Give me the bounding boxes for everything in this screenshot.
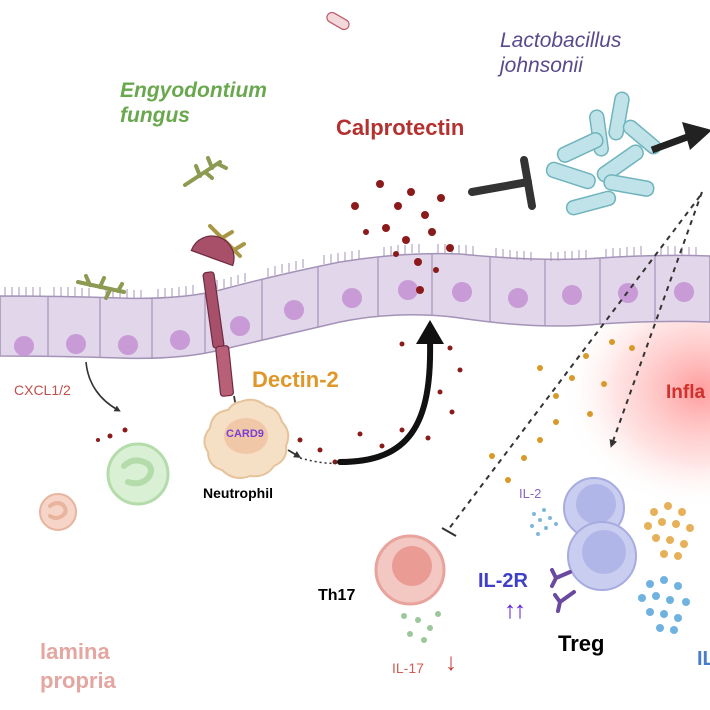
- bacterium-icon: [326, 11, 350, 31]
- fungus-spore-icon: [76, 274, 126, 300]
- fungus-label-line1: Engyodontium: [120, 79, 267, 102]
- treg-cell-icon: [563, 477, 637, 591]
- calprotectin-secretion-arrow: [337, 337, 434, 465]
- calprotectin-dots: [351, 180, 454, 294]
- card9-label: CARD9: [226, 428, 264, 440]
- il2r-receptor-icon: [550, 568, 576, 613]
- arrow-icon: [416, 320, 444, 344]
- cxcl-label: CXCL1/2: [14, 382, 71, 398]
- il17-dots: [401, 611, 441, 643]
- il17-label: IL-17: [392, 660, 424, 676]
- il2r-label: IL-2R: [478, 570, 528, 592]
- cytokine-dots: [638, 576, 690, 634]
- il2r-increase-arrows: ↑↑: [504, 597, 526, 624]
- neutrophil-label: Neutrophil: [203, 485, 273, 501]
- treg-label: Treg: [558, 631, 605, 656]
- cell-icon: [39, 493, 77, 531]
- lactobacillus-label-line1: Lactobacillus: [500, 29, 622, 52]
- cytokine-dots: [489, 339, 635, 483]
- dectin2-receptor-icon: [190, 235, 235, 397]
- cell-icon: [106, 442, 170, 506]
- lamina-propria-label-line1: lamina: [40, 639, 110, 664]
- cytokine-dots: [644, 502, 694, 560]
- lactobacillus-label: Lactobacillus johnsonii: [500, 28, 621, 78]
- lamina-propria-label: lamina propria: [40, 638, 116, 695]
- il2-dots: [530, 508, 558, 536]
- lamina-propria-label-line2: propria: [40, 667, 116, 693]
- fungus-label: Engyodontium fungus: [120, 78, 267, 128]
- inflammation-glow: [560, 270, 710, 510]
- fungus-label-line2: fungus: [120, 104, 190, 128]
- bacteria-cluster-icon: [545, 91, 662, 216]
- inflammation-label: Infla: [666, 382, 706, 403]
- arrow-icon: [287, 449, 302, 458]
- neutrophil-cell-icon: [203, 398, 290, 479]
- il-label-partial: IL: [697, 648, 710, 670]
- th17-cell-icon: [374, 534, 446, 606]
- lactobacillus-label-line2: johnsonii: [500, 54, 583, 78]
- fungus-spore-icon: [183, 156, 228, 187]
- dectin2-label: Dectin-2: [252, 367, 339, 392]
- calprotectin-label: Calprotectin: [336, 115, 465, 140]
- epithelium-layer: [0, 244, 710, 360]
- calprotectin-dots: [96, 341, 463, 465]
- il17-decrease-arrow: ↓: [445, 649, 457, 676]
- inhibition-bar-icon: [468, 156, 536, 210]
- arrow-icon: [650, 122, 710, 154]
- dashed-path-to-treg: [609, 191, 703, 448]
- th17-label: Th17: [318, 587, 356, 604]
- inhibition-bar-icon: [441, 527, 457, 537]
- il2-label: IL-2: [519, 486, 542, 501]
- arrow-icon: [85, 361, 121, 412]
